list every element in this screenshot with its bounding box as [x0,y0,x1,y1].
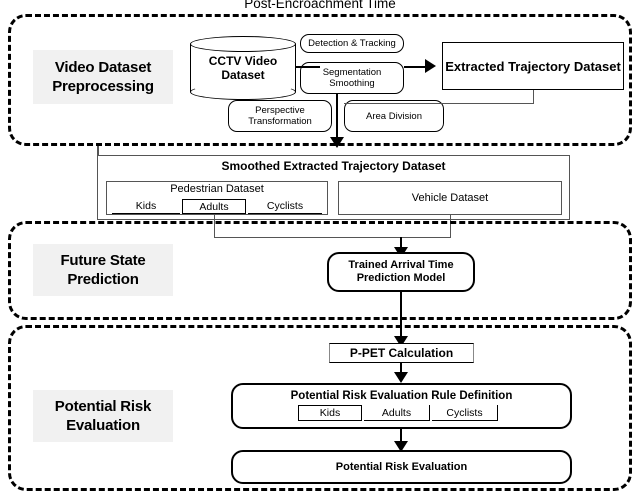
risk-category-adults: Adults [364,405,430,421]
perspective-label-line1: Perspective [255,105,305,116]
cctv-label-line2: Dataset [221,68,265,82]
pedestrian-kids-label: Kids [135,200,157,212]
ppet-calculation-label: P-PET Calculation [349,346,454,360]
diagram-title: Post-Encroachment Time [244,0,396,11]
cylinder-bottom-ellipse [189,84,297,100]
connector-preprocessing-down [336,94,338,140]
stage1-label-line1: Video Dataset [54,59,152,76]
risk-category-kids: Kids [298,405,362,421]
pedestrian-cyclists-label: Cyclists [266,200,304,212]
detection-tracking-label: Detection & Tracking [308,38,396,49]
connector-prediction-to-ppet [400,292,402,340]
pedestrian-dataset-label: Pedestrian Dataset [170,183,264,195]
stage-label-video-dataset-preprocessing: Video Dataset Preprocessing [33,50,173,104]
connector-extracted-to-area-division [344,103,534,105]
pedestrian-category-adults: Adults [182,199,246,214]
connector-to-prediction-model [400,237,402,250]
cctv-label-line1: CCTV Video [208,54,278,68]
pedestrian-category-cyclists: Cyclists [248,199,322,214]
cylinder-top-ellipse [189,36,297,52]
pedestrian-category-kids: Kids [112,199,180,214]
stage-container-video-dataset-preprocessing [8,14,632,146]
arrow-ppet-to-rule-definition [394,372,408,383]
connector-ppet-to-rule-definition [400,363,402,376]
arrow-to-extracted-trajectory-dataset [425,59,436,73]
perspective-label-line2: Transformation [248,116,312,127]
process-perspective-transformation: Perspective Transformation [228,100,332,132]
stage3-label-line2: Evaluation [66,417,140,434]
connector-cylinder-to-processes [296,66,320,68]
risk-rule-definition-title: Potential Risk Evaluation Rule Definitio… [290,390,513,402]
stage3-label-line1: Potential Risk [54,398,152,415]
final-potential-risk-evaluation-box: Potential Risk Evaluation [231,450,572,484]
risk-kids-label: Kids [319,407,341,419]
arrow-preprocessing-to-smoothed-dataset [330,137,344,148]
risk-cyclists-label: Cyclists [446,406,483,419]
arrow-rule-to-final-evaluation [394,441,408,452]
stage-label-future-state-prediction: Future State Prediction [33,244,173,296]
connector-rule-to-final-evaluation [400,429,402,446]
stage-container-potential-risk-evaluation [8,325,632,491]
risk-rule-definition-box: Potential Risk Evaluation Rule Definitio… [231,383,572,429]
connector-extracted-down [533,90,535,104]
stage-container-future-state-prediction [8,221,632,320]
process-detection-tracking: Detection & Tracking [300,34,404,53]
area-division-label: Area Division [366,110,422,122]
smoothed-dataset-title: Smoothed Extracted Trajectory Dataset [221,159,446,173]
stage2-label-line2: Prediction [67,271,139,288]
ppet-calculation-node: P-PET Calculation [329,343,474,363]
process-segmentation-smoothing: Segmentation Smoothing [300,62,404,94]
risk-adults-label: Adults [381,406,412,419]
extracted-trajectory-dataset-box: Extracted Trajectory Dataset [442,42,624,90]
segmentation-label-line1: Segmentation [322,67,382,78]
connector-processes-to-extracted [404,66,426,68]
final-evaluation-label: Potential Risk Evaluation [335,460,468,473]
process-area-division: Area Division [344,100,444,132]
pedestrian-adults-label: Adults [199,200,229,213]
vehicle-dataset-label: Vehicle Dataset [411,191,489,204]
stage2-label-line1: Future State [60,252,146,269]
connector-vehicle-down [450,215,452,238]
vehicle-dataset-box: Vehicle Dataset [338,181,562,215]
risk-category-cyclists: Cyclists [432,405,498,421]
trained-arrival-time-prediction-model: Trained Arrival Time Prediction Model [327,252,475,292]
prediction-model-line2: Prediction Model [356,272,446,284]
connector-merge-rail [214,237,451,239]
connector-pedestrian-down [214,215,216,238]
cctv-video-dataset-cylinder: CCTV Video Dataset [189,36,297,100]
prediction-model-line1: Trained Arrival Time [348,259,454,271]
extracted-trajectory-dataset-label: Extracted Trajectory Dataset [445,58,621,74]
stage-label-potential-risk-evaluation: Potential Risk Evaluation [33,390,173,442]
arrow-prediction-to-ppet [394,336,408,347]
stage1-label-line2: Preprocessing [52,78,154,95]
segmentation-label-line2: Smoothing [329,78,375,89]
